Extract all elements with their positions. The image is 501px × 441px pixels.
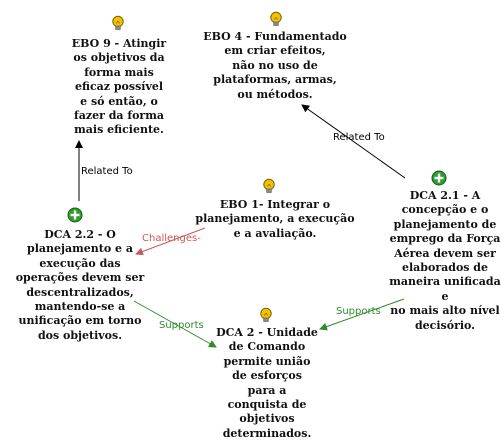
edge-ebo1-dca22 (135, 227, 206, 256)
node-ebo1[interactable]: EBO 1- Integrar o planejamento, a execuç… (195, 198, 355, 240)
plus-circle-icon[interactable] (431, 170, 447, 186)
node-dca22[interactable]: DCA 2.2 - O planejamento e a execução da… (15, 228, 145, 342)
lightbulb-icon[interactable] (258, 307, 274, 323)
node-dca2[interactable]: DCA 2 - Unidade de Comando permite união… (216, 326, 318, 440)
node-ebo9[interactable]: EBO 9 - Atingir os objetivos da forma ma… (71, 37, 167, 137)
edge-label-supports: Supports (159, 320, 204, 331)
node-dca21[interactable]: DCA 2.1 - A concepção e o planejamento d… (389, 189, 501, 332)
edge-dca21-ebo4 (301, 104, 406, 179)
edge-label-supports: Supports (336, 306, 381, 317)
edge-label-related-to: Related To (81, 166, 133, 177)
edge-label-challenges: Challenges- (142, 233, 201, 244)
edge-label-related-to: Related To (333, 132, 385, 143)
node-ebo4[interactable]: EBO 4 - Fundamentado em criar efeitos, n… (203, 30, 347, 101)
edge-dca21-dca2 (319, 298, 405, 331)
edge-dca22-dca2 (133, 300, 217, 348)
lightbulb-icon[interactable] (261, 178, 277, 194)
plus-circle-icon[interactable] (67, 207, 83, 223)
lightbulb-icon[interactable] (110, 15, 126, 31)
lightbulb-icon[interactable] (268, 11, 284, 27)
